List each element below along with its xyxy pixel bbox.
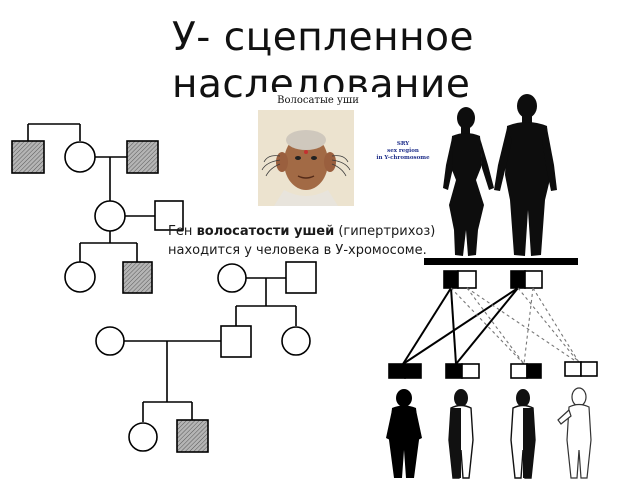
offspring-chromosome: [564, 361, 582, 377]
affected-male-symbol: [11, 140, 45, 174]
offspring-silhouette-icon: [510, 389, 536, 479]
female-symbol: [94, 200, 126, 232]
caption-text: Ген волосатости ушей (гипертрихоз) наход…: [168, 222, 440, 260]
male-silhouette-icon: [494, 94, 557, 256]
offspring-chromosome: [580, 361, 598, 377]
affected-male-symbol: [126, 140, 159, 174]
chromosome-y: [524, 270, 543, 289]
caption-prefix: Ген: [168, 224, 197, 239]
sry-note-line: sex region: [387, 148, 419, 154]
male-symbol: [220, 325, 252, 358]
offspring-silhouette-icon: [448, 389, 474, 479]
female-symbol: [64, 141, 96, 173]
male-symbol: [285, 261, 317, 294]
sry-note-line: in Y-chromosome: [376, 155, 430, 161]
platform-bar: [424, 258, 578, 265]
offspring-silhouette-icon: [557, 387, 592, 479]
chromosome-x: [457, 270, 477, 289]
male-symbol: [154, 200, 184, 231]
caption-suffix: (гипертрихоз) находится у человека в У-х…: [168, 224, 436, 258]
photo-caption: Волосатые уши: [258, 92, 378, 110]
offspring-chromosome: [388, 363, 406, 379]
offspring-chromosome: [445, 363, 463, 379]
female-symbol: [95, 326, 125, 356]
offspring-chromosome: [461, 363, 480, 379]
hairy-ears-photo: [258, 110, 354, 206]
offspring-silhouette-icon: [386, 389, 422, 478]
slide-title: У- сцепленное наследование: [172, 15, 474, 107]
offspring-chromosome: [510, 363, 528, 379]
affected-male-symbol: [176, 419, 209, 453]
chromosome-x-dark: [443, 270, 459, 289]
female-silhouette-icon: [443, 107, 494, 256]
caption-bold: волосатости ушей: [196, 224, 335, 239]
sry-note-line: SRY: [396, 141, 410, 147]
chromosome-y-dark: [510, 270, 526, 289]
female-symbol: [281, 326, 311, 356]
female-symbol: [217, 263, 247, 293]
affected-male-symbol: [122, 261, 153, 294]
female-symbol: [128, 422, 158, 452]
offspring-chromosome: [526, 363, 542, 379]
offspring-chromosome: [404, 363, 422, 379]
female-symbol: [64, 261, 96, 293]
sry-note: SRY sex region in Y-chromosome: [368, 141, 438, 162]
